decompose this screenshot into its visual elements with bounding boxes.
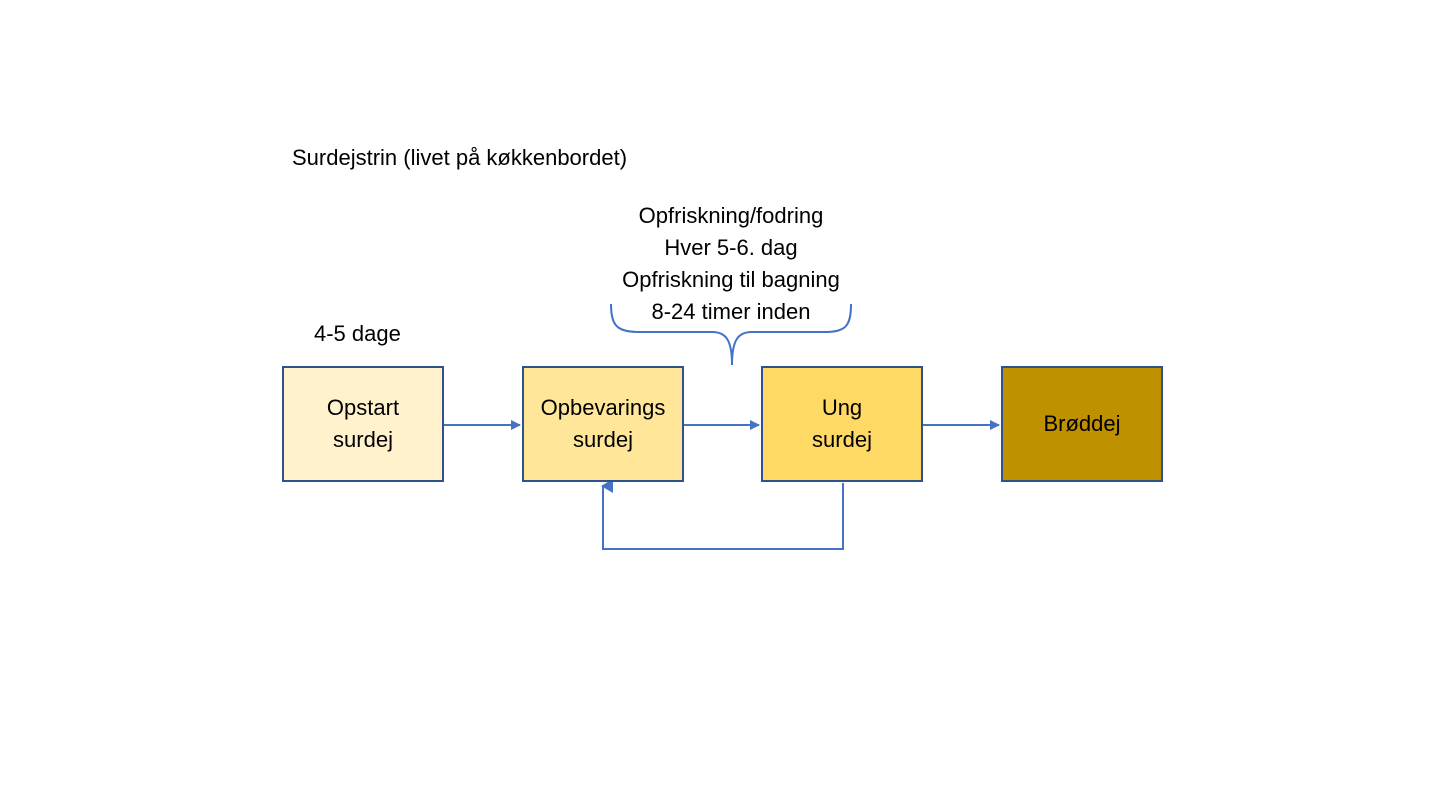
stage-label: Ung (821, 395, 863, 420)
feedback-arrow-ung-to-opbevarings (601, 479, 844, 550)
stage-label: Opbevarings (540, 395, 666, 420)
stage-box-broddej: Brøddej (1001, 366, 1163, 482)
refresh-note-line: Opfriskning til bagning (622, 267, 840, 292)
refresh-note-line: Opfriskning/fodring (638, 203, 824, 228)
stage-label: Opstart (326, 395, 400, 420)
refresh-note: Opfriskning/fodring Hver 5-6. dag Opfris… (600, 200, 862, 328)
brace-shape (610, 303, 852, 366)
stage-label: surdej (812, 427, 872, 452)
duration-label: 4-5 dage (314, 321, 401, 346)
diagram-title: Surdejstrin (livet på køkkenbordet) (292, 145, 628, 170)
stage-label: Brøddej (1043, 411, 1121, 436)
refresh-note-line: 8-24 timer inden (651, 299, 811, 324)
stage-box-opstart-surdej: Opstart surdej (282, 366, 444, 482)
stage-box-opbevarings-surdej: Opbevarings surdej (522, 366, 684, 482)
stage-label: surdej (573, 427, 633, 452)
refresh-note-line: Hver 5-6. dag (664, 235, 798, 260)
stage-box-ung-surdej: Ung surdej (761, 366, 923, 482)
stage-label: surdej (333, 427, 393, 452)
